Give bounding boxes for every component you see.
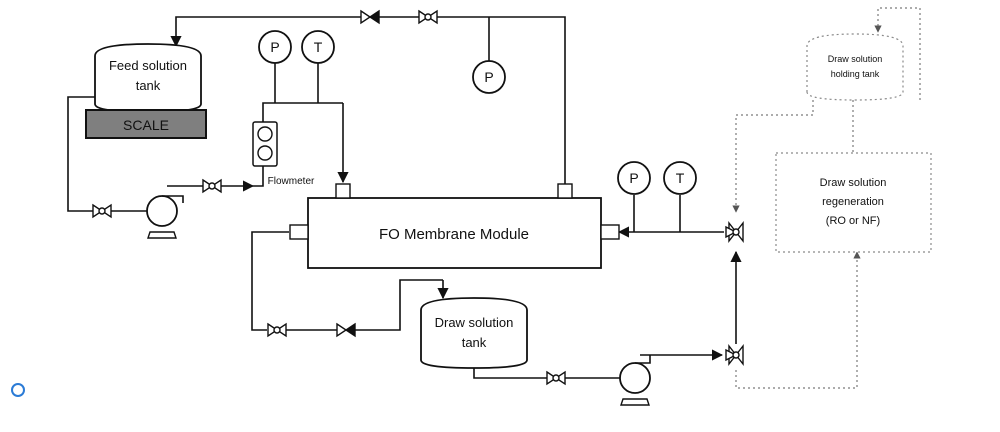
regen-label-line1: Draw solution xyxy=(820,177,887,189)
pipe-draw-loop-up xyxy=(355,279,443,331)
fo-membrane-module: FO Membrane Module xyxy=(289,183,620,269)
holding-tank-label-line1: Draw solution xyxy=(828,54,883,64)
holding-tank-label-line2: holding tank xyxy=(831,69,880,79)
globe-valve-return-icon xyxy=(360,10,380,24)
pressure-gauge-feed: P xyxy=(258,30,292,64)
svg-text:P: P xyxy=(629,170,638,186)
module-port-top-left xyxy=(335,183,351,199)
module-label: FO Membrane Module xyxy=(379,226,529,243)
flowmeter: Flowmeter xyxy=(252,121,315,187)
three-way-valve-upper-icon xyxy=(725,222,744,242)
regen-label-line2: regeneration xyxy=(822,196,884,208)
gate-valve-draw-loop-icon xyxy=(267,323,287,337)
globe-valve-draw-loop-icon xyxy=(336,323,356,337)
feed-tank-label-line1: Feed solution xyxy=(109,58,187,73)
gate-valve-return-icon xyxy=(418,10,438,24)
draw-solution-holding-tank: Draw solution holding tank xyxy=(806,33,904,101)
draw-pump-icon xyxy=(619,355,651,406)
temperature-gauge-feed: T xyxy=(301,30,335,64)
pressure-gauge-return: P xyxy=(472,60,506,94)
scale-label: SCALE xyxy=(123,117,169,133)
svg-text:T: T xyxy=(314,39,323,55)
pressure-gauge-draw: P xyxy=(617,161,651,195)
module-port-left xyxy=(289,224,309,240)
svg-text:P: P xyxy=(484,69,493,85)
feed-pump-icon xyxy=(146,195,184,239)
gate-valve-flowmeter-icon xyxy=(202,179,222,193)
dashed-holding-to-valve xyxy=(732,100,814,213)
draw-tank-label-line1: Draw solution xyxy=(435,315,514,330)
gate-valve-feed-pump-icon xyxy=(92,204,112,218)
scale: SCALE xyxy=(85,109,207,139)
svg-text:P: P xyxy=(270,39,279,55)
draw-tank-label-line2: tank xyxy=(462,335,487,350)
draw-solution-regeneration-unit: Draw solution regeneration (RO or NF) xyxy=(775,152,932,253)
gate-valve-draw-tank-icon xyxy=(546,371,566,385)
module-port-top-right xyxy=(557,183,573,199)
circle-outline-icon[interactable] xyxy=(11,383,25,397)
three-way-valve-lower-icon xyxy=(725,345,744,365)
svg-text:T: T xyxy=(676,170,685,186)
temperature-gauge-draw: T xyxy=(663,161,697,195)
flowmeter-label: Flowmeter xyxy=(268,176,315,187)
draw-solution-tank: Draw solution tank xyxy=(420,297,528,369)
feed-solution-tank: Feed solution tank xyxy=(94,43,202,113)
pipe-feed-return xyxy=(170,16,566,185)
module-port-right xyxy=(600,224,620,240)
feed-tank-label-line2: tank xyxy=(136,78,161,93)
pipe-draw-outlet xyxy=(251,231,289,331)
dashed-valve-to-regen xyxy=(735,251,861,389)
dashed-return-to-holding xyxy=(874,7,921,100)
regen-label-line3: (RO or NF) xyxy=(826,215,880,227)
